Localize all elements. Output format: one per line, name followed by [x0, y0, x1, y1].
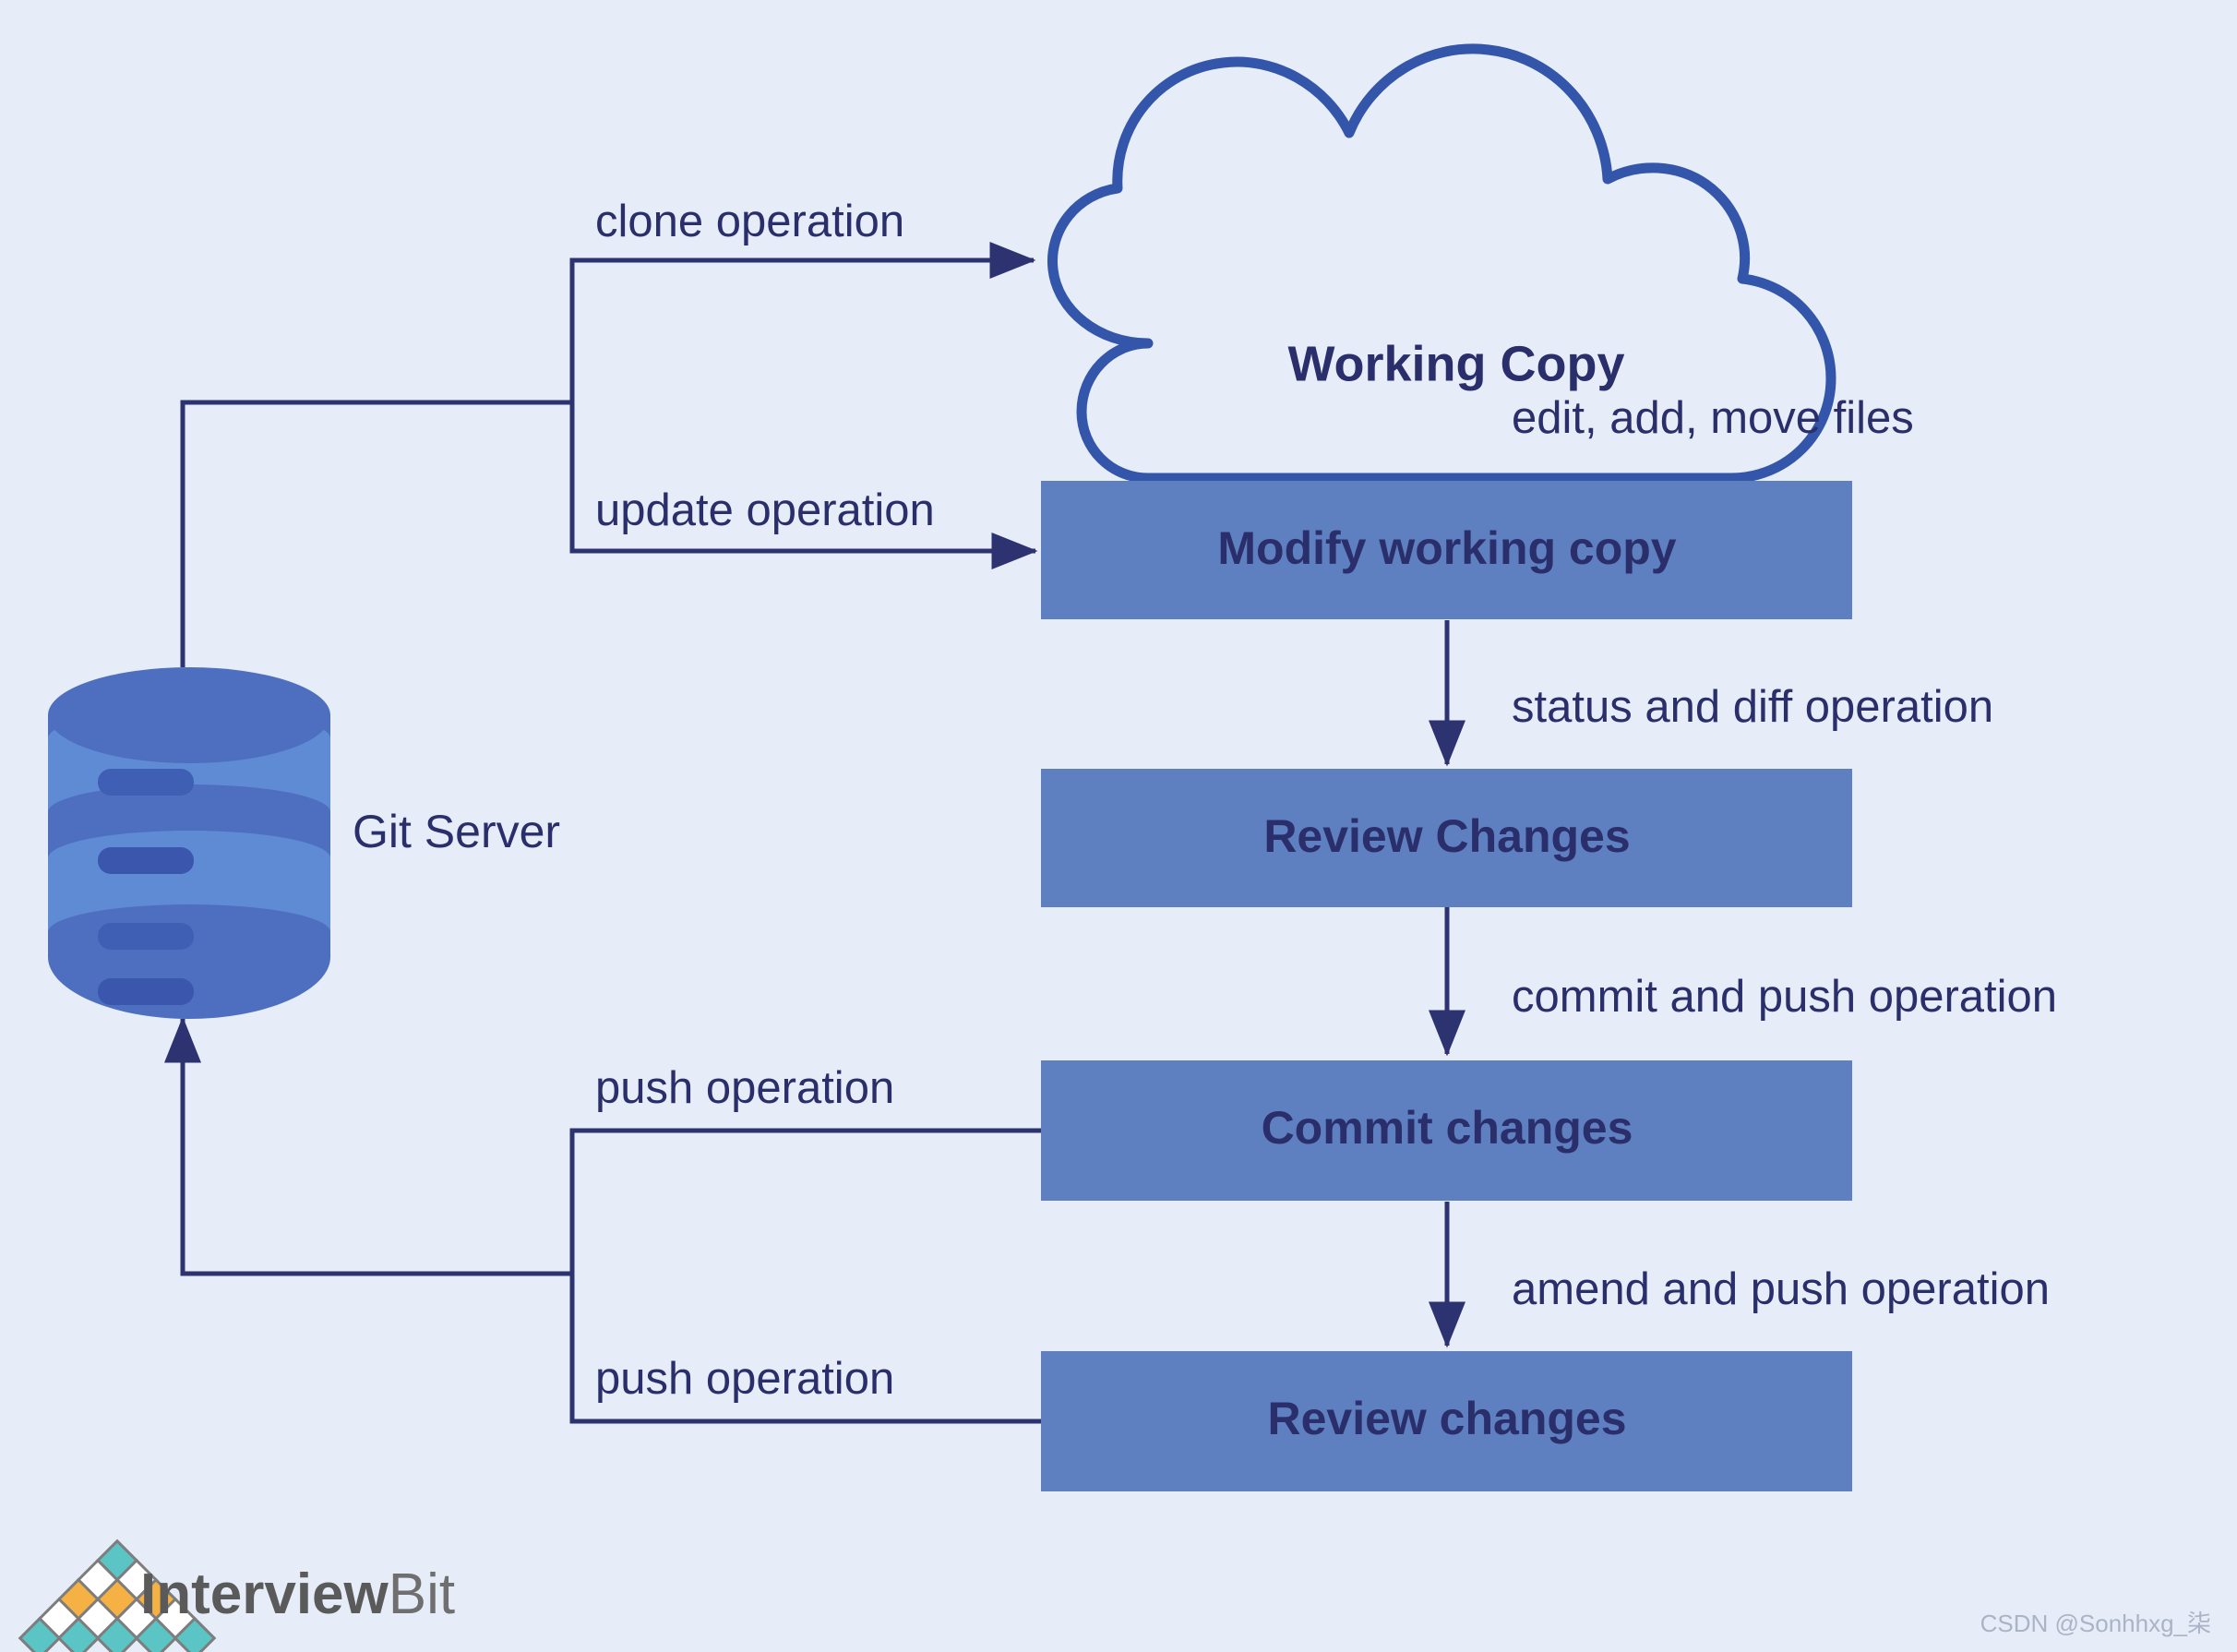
interviewbit-diamond-logo-icon	[18, 1538, 217, 1652]
logo-wordmark-bold: Interview	[140, 1562, 389, 1626]
node-git-server[interactable]: Git Server	[48, 667, 560, 1019]
watermark-label: CSDN @Sonhhxg_柒	[1980, 1610, 2211, 1637]
node-review-changes-2[interactable]: Review changes	[1041, 1351, 1852, 1491]
edge-label-update-operation: update operation	[595, 485, 935, 535]
interviewbit-logo[interactable]: InterviewBit	[18, 1538, 455, 1652]
edge-label-push-operation-1: push operation	[595, 1063, 894, 1113]
cloud-shape	[1047, 43, 1836, 484]
edge-label-amend-and-push-operation: amend and push operation	[1512, 1264, 2050, 1314]
node-modify-working-copy[interactable]: Modify working copy	[1041, 481, 1852, 619]
edge-label-edit-add-move-files: edit, add, move files	[1512, 393, 1914, 443]
edge-label-clone-operation: clone operation	[595, 197, 904, 246]
edge-label-commit-and-push-operation: commit and push operation	[1512, 972, 2057, 1022]
logo-wordmark: InterviewBit	[140, 1562, 455, 1626]
edge-update-operation	[569, 402, 1038, 569]
logo-wordmark-light: Bit	[389, 1562, 455, 1626]
edge-push-to-git-server	[164, 1016, 572, 1276]
edge-label-push-operation-2: push operation	[595, 1354, 894, 1404]
commit-changes-label: Commit changes	[1262, 1102, 1633, 1154]
review-changes-1-label: Review Changes	[1263, 810, 1630, 862]
review-changes-2-label: Review changes	[1267, 1393, 1626, 1444]
edge-push-operation-2	[569, 1274, 1041, 1424]
modify-working-copy-box	[1041, 481, 1852, 619]
git-server-label: Git Server	[353, 806, 560, 857]
working-copy-label: Working Copy	[1287, 336, 1624, 391]
modify-working-copy-label: Modify working copy	[1217, 522, 1676, 574]
review-changes-1-box	[1041, 769, 1852, 907]
database-cylinder-icon	[48, 667, 330, 1019]
node-working-copy[interactable]: Working Copy	[1047, 43, 1836, 484]
edge-push-operation-1	[569, 1128, 1041, 1274]
review-changes-2-box	[1041, 1351, 1852, 1491]
commit-changes-box	[1041, 1060, 1852, 1201]
node-commit-changes[interactable]: Commit changes	[1041, 1060, 1852, 1201]
node-review-changes-1[interactable]: Review Changes	[1041, 769, 1852, 907]
edge-label-status-and-diff-operation: status and diff operation	[1512, 682, 1993, 732]
